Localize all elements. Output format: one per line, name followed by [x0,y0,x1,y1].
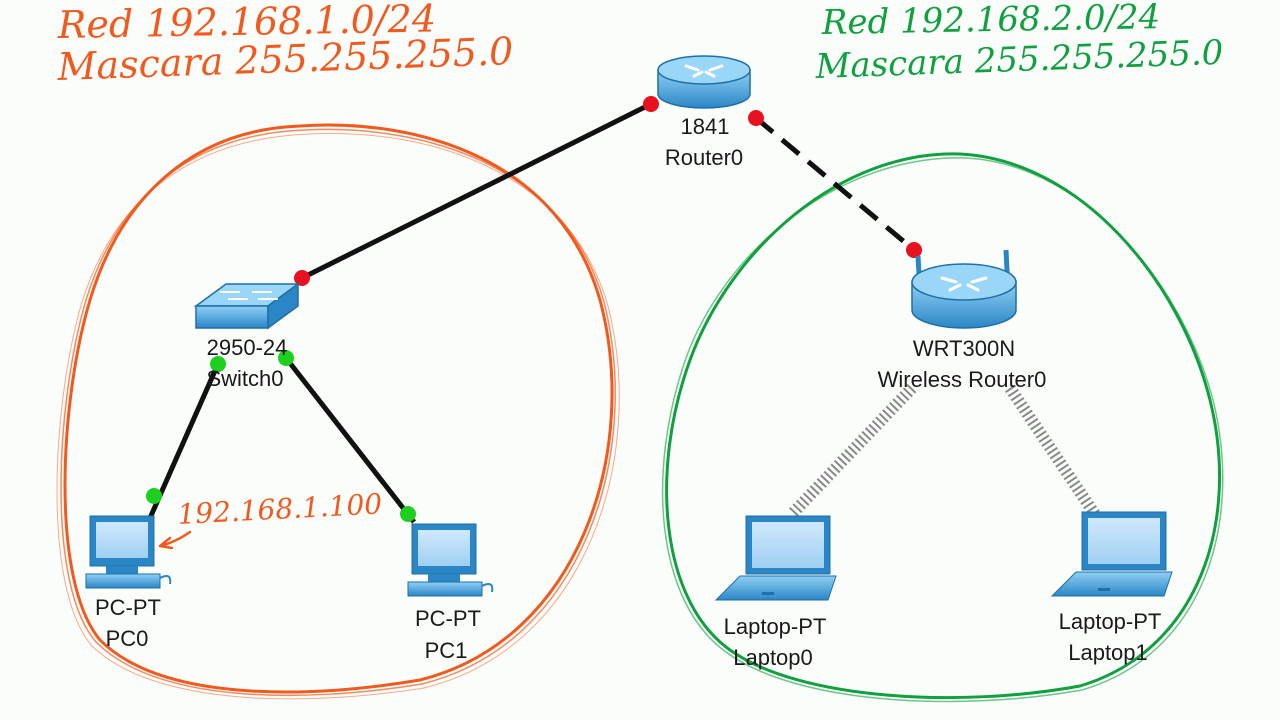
link-router-wireless[interactable] [754,116,916,252]
laptop1[interactable]: Laptop-PT Laptop1 [1050,511,1173,665]
router-icon [657,55,751,109]
router-name: Router0 [665,145,743,170]
laptop0[interactable]: Laptop-PT Laptop0 [714,515,837,670]
left-network-address: Red 192.168.1.0/24 [56,0,436,47]
pc1-name: PC1 [425,638,468,663]
port-status-dot [906,242,922,258]
link-switch-pc1[interactable] [284,356,416,524]
port-status-dot [210,356,226,372]
port-status-dot [278,350,294,366]
pc0[interactable]: PC-PT PC0 [85,515,172,651]
link-router-switch[interactable] [300,101,653,281]
switch-model: 2950-24 [207,335,288,360]
port-indicators [146,96,922,522]
pc0-ip-annotation: 192.168.1.100 [158,487,383,550]
port-status-dot [400,506,416,522]
laptop-icon [714,515,837,601]
laptop0-model: Laptop-PT [724,614,827,639]
port-status-dot [748,110,764,126]
laptop-icon [1050,511,1173,597]
router-model: 1841 [681,114,730,139]
pc1-model: PC-PT [415,606,481,631]
wireless-link-laptop1 [1005,384,1101,520]
wireless-model: WRT300N [913,336,1015,361]
desktop-pc-icon [407,523,494,597]
wireless-name: Wireless Router0 [878,367,1047,392]
switch-icon [193,282,301,330]
wireless-router0[interactable]: WRT300N Wireless Router0 [878,249,1047,392]
laptop0-name: Laptop0 [733,645,813,670]
desktop-pc-icon [85,515,172,589]
left-network-annotation: Red 192.168.1.0/24 Mascara 255.255.255.0 [56,0,514,89]
right-network-annotation: Red 192.168.2.0/24 Mascara 255.255.255.0 [814,0,1224,87]
pc0-model: PC-PT [95,595,161,620]
links [147,101,1101,524]
wireless-router-icon [911,249,1017,329]
router0[interactable]: 1841 Router0 [657,55,751,170]
port-status-dot [146,488,162,504]
pc1[interactable]: PC-PT PC1 [407,523,494,663]
annotation-arrow [158,530,192,550]
port-status-dot [643,96,659,112]
laptop1-name: Laptop1 [1068,640,1148,665]
switch0[interactable]: 2950-24 Switch0 [193,282,301,391]
pc0-ip-address: 192.168.1.100 [177,487,383,531]
laptop1-model: Laptop-PT [1059,609,1162,634]
pc0-name: PC0 [106,626,149,651]
port-status-dot [294,270,310,286]
left-network-ellipse [56,123,620,700]
link-switch-pc0[interactable] [147,362,221,520]
right-network-address: Red 192.168.2.0/24 [820,0,1160,43]
right-network-ellipse [661,152,1224,703]
wireless-link-laptop0 [787,383,917,519]
switch-name: Switch0 [206,366,283,391]
